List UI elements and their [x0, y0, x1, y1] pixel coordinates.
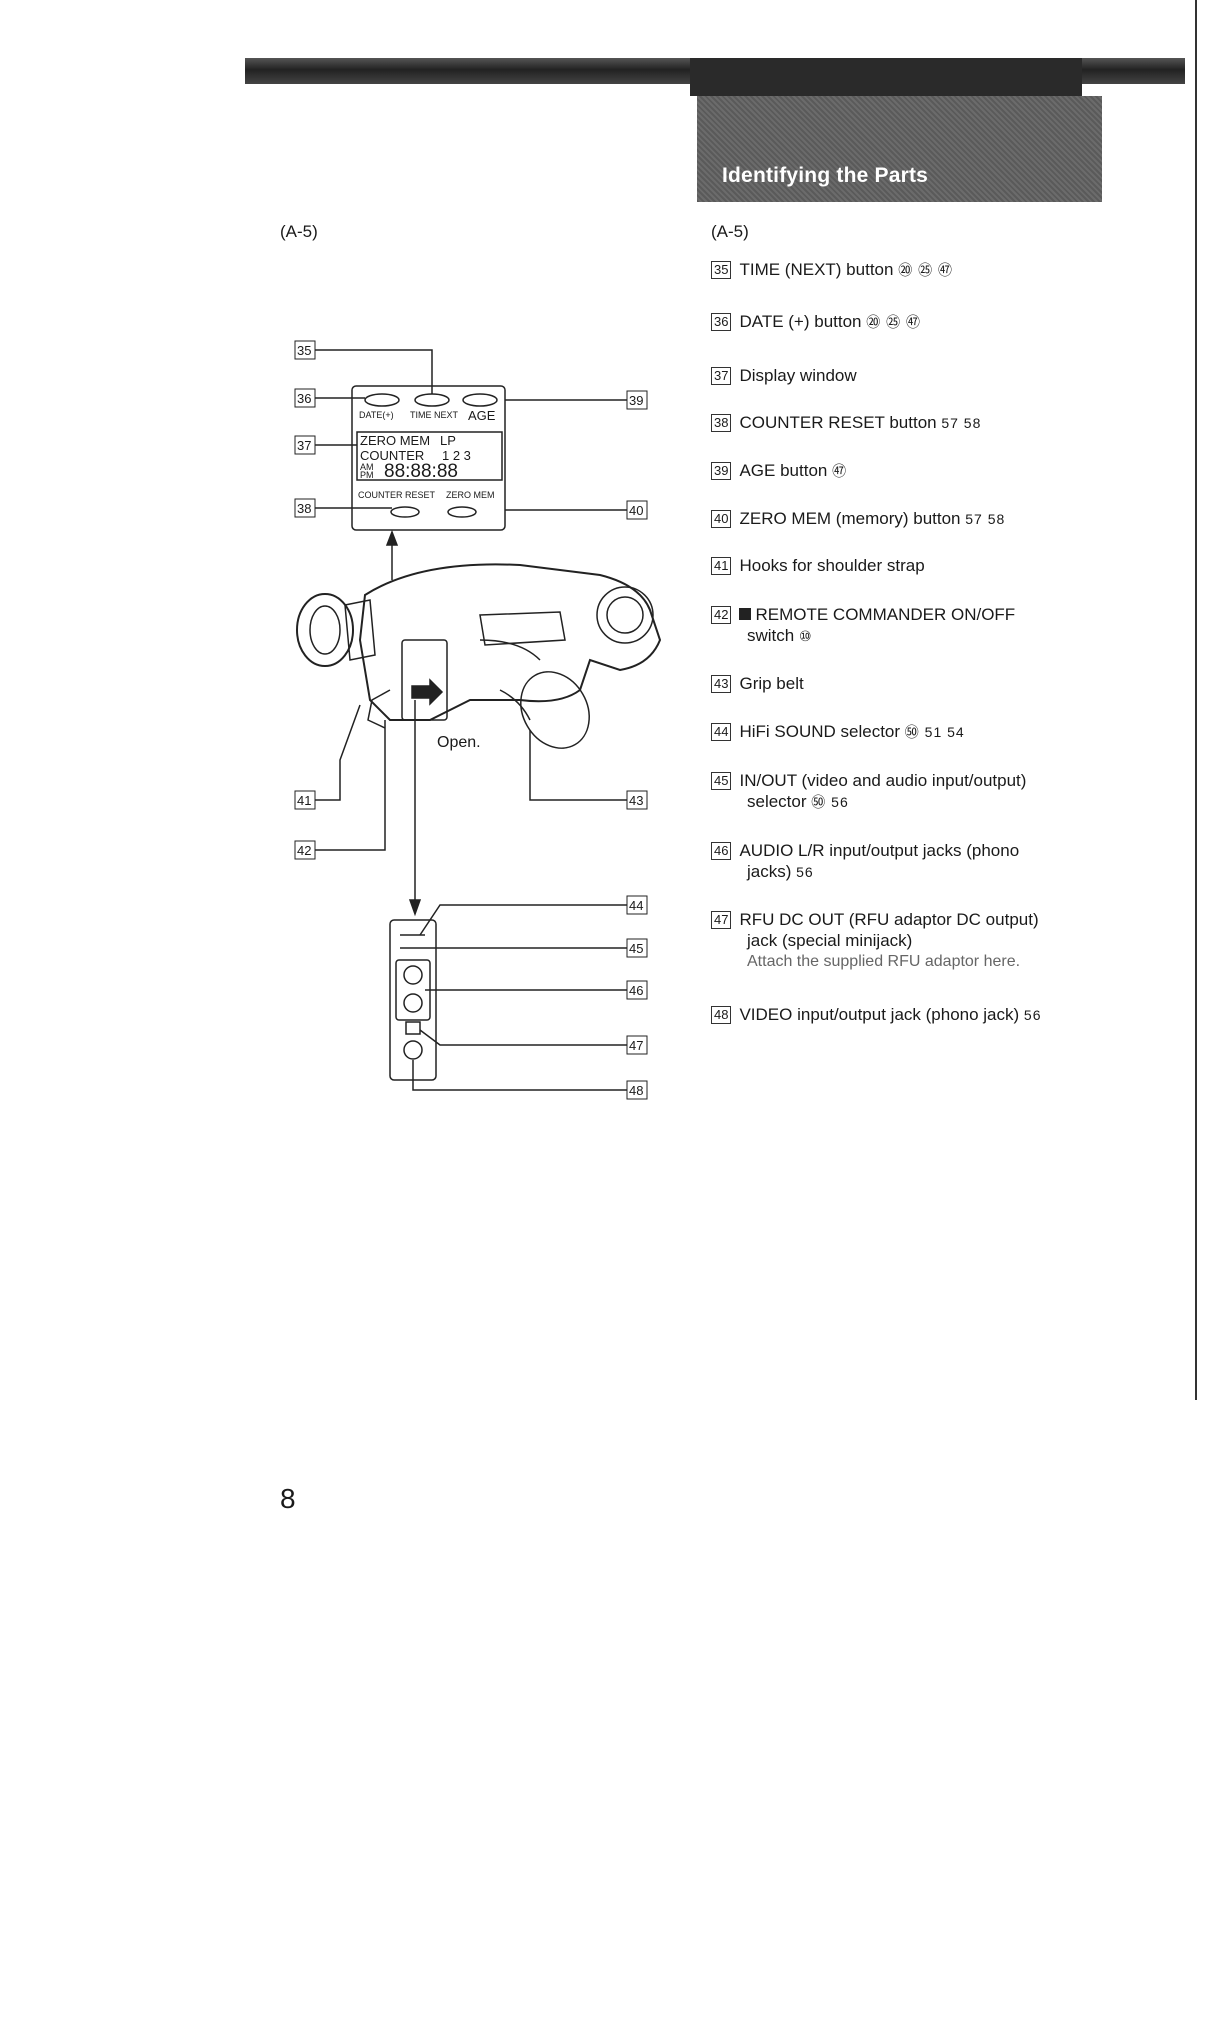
page-edge — [1195, 0, 1197, 1400]
zero-mem-button-label: ZERO MEM — [446, 490, 495, 500]
section-title: Identifying the Parts — [722, 164, 929, 187]
jack-panel — [389, 919, 437, 1081]
callout-48: 48 — [629, 1083, 643, 1098]
open-label: Open. — [437, 734, 481, 751]
callout-46: 46 — [629, 983, 643, 998]
display-panel — [351, 385, 506, 531]
list-label: (A-5) — [711, 222, 749, 241]
callout-36: 36 — [297, 391, 311, 406]
lp-indicator: LP — [440, 433, 456, 448]
callout-42: 42 — [297, 843, 311, 858]
zero-mem-indicator: ZERO MEM — [360, 433, 430, 448]
camcorder-body — [296, 563, 662, 749]
age-button-label: AGE — [468, 408, 496, 423]
camcorder-diagram: DATE(+) TIME NEXT AGE ZERO MEM LP COUNTE… — [294, 340, 662, 1100]
callout-45: 45 — [629, 941, 643, 956]
time-button-shape — [414, 393, 450, 407]
counter-indicator: COUNTER — [360, 448, 424, 463]
date-button-shape — [364, 393, 400, 407]
callout-39: 39 — [629, 393, 643, 408]
time-button-label: TIME NEXT — [410, 410, 459, 420]
callout-38: 38 — [297, 501, 311, 516]
callout-37: 37 — [297, 438, 311, 453]
time-digits: 88:88:88 — [384, 461, 458, 482]
section-title-block: Identifying the Parts — [697, 96, 1102, 202]
am-indicator: AM — [360, 462, 374, 472]
remote-icon — [739, 608, 752, 620]
header-bar-tail — [690, 58, 1082, 96]
date-button-label: DATE(+) — [359, 410, 394, 420]
callout-43: 43 — [629, 793, 643, 808]
counter-reset-button-shape — [390, 506, 420, 518]
age-button-shape — [462, 393, 498, 407]
pm-indicator: PM — [360, 470, 374, 480]
callout-40: 40 — [629, 503, 643, 518]
zero-mem-button-shape — [447, 506, 477, 518]
callout-41: 41 — [297, 793, 311, 808]
counter-reset-label: COUNTER RESET — [358, 490, 436, 500]
page-number: 8 — [280, 1483, 296, 1514]
callout-47: 47 — [629, 1038, 643, 1053]
callout-44: 44 — [629, 898, 643, 913]
figure-label: (A-5) — [280, 222, 318, 241]
counter-digits: 1 2 3 — [442, 448, 471, 463]
lcd-window — [356, 431, 503, 481]
callout-35: 35 — [297, 343, 311, 358]
